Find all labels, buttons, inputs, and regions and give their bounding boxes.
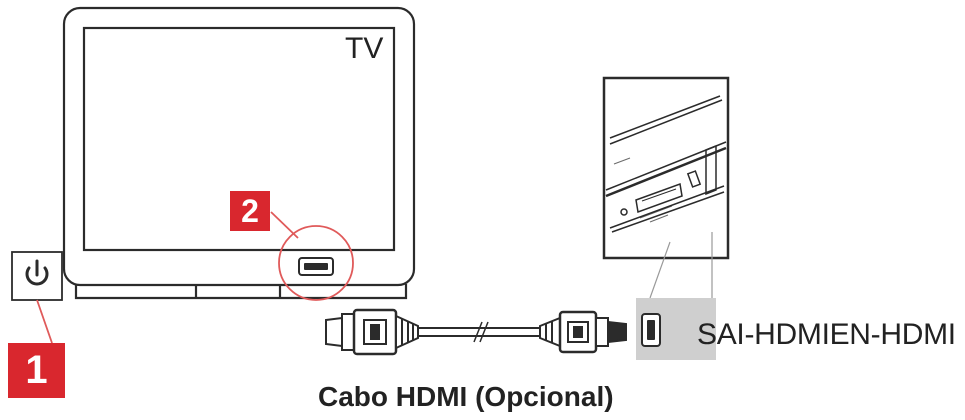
hdmi-port-icon-camera <box>647 320 655 340</box>
hdmi-cable <box>325 308 627 356</box>
inset-pointer-left <box>649 241 671 299</box>
tv-set <box>62 6 416 300</box>
tv-stand <box>74 284 408 300</box>
camera-hdmi-slot <box>635 182 683 214</box>
step-2-badge-bg <box>230 191 270 231</box>
tv-label: TV <box>345 32 384 65</box>
hdmi-port-icon <box>304 263 328 270</box>
step-2-pointer <box>270 211 299 239</box>
step-2-badge: 2 <box>241 192 259 229</box>
camera-detail-inset <box>602 76 730 260</box>
power-icon <box>25 259 49 286</box>
power-button <box>11 251 63 301</box>
tv-hdmi-port <box>298 257 334 276</box>
port-highlight-circle <box>278 225 354 301</box>
port-label: SAI-HDMIEN-HDMI <box>697 318 956 351</box>
hdmi-connector-icon <box>325 308 419 356</box>
step-1-badge-bg <box>8 343 65 398</box>
hdmi-connector-icon-small <box>539 310 627 354</box>
camera-port-panel <box>636 298 716 360</box>
step-1-badge: 1 <box>25 348 48 392</box>
step-1-pointer <box>36 299 53 344</box>
camera-port-dot <box>620 208 628 216</box>
cable-caption: Cabo HDMI (Opcional) <box>318 381 614 412</box>
